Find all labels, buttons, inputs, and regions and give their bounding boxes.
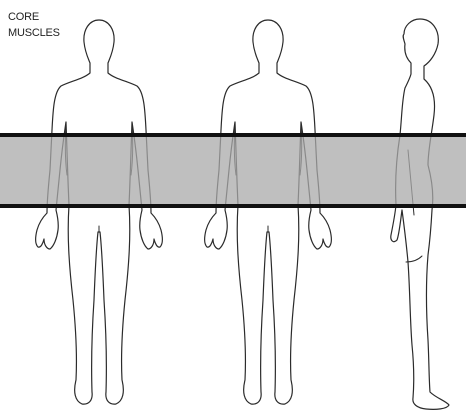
- core-band-fill: [0, 135, 466, 206]
- core-band-top-border: [0, 133, 466, 137]
- front-view-figure: [36, 20, 163, 404]
- core-band-bottom-border: [0, 204, 466, 208]
- back-view-figure: [205, 20, 332, 404]
- side-view-figure: [391, 19, 449, 409]
- core-region-band: [0, 133, 466, 208]
